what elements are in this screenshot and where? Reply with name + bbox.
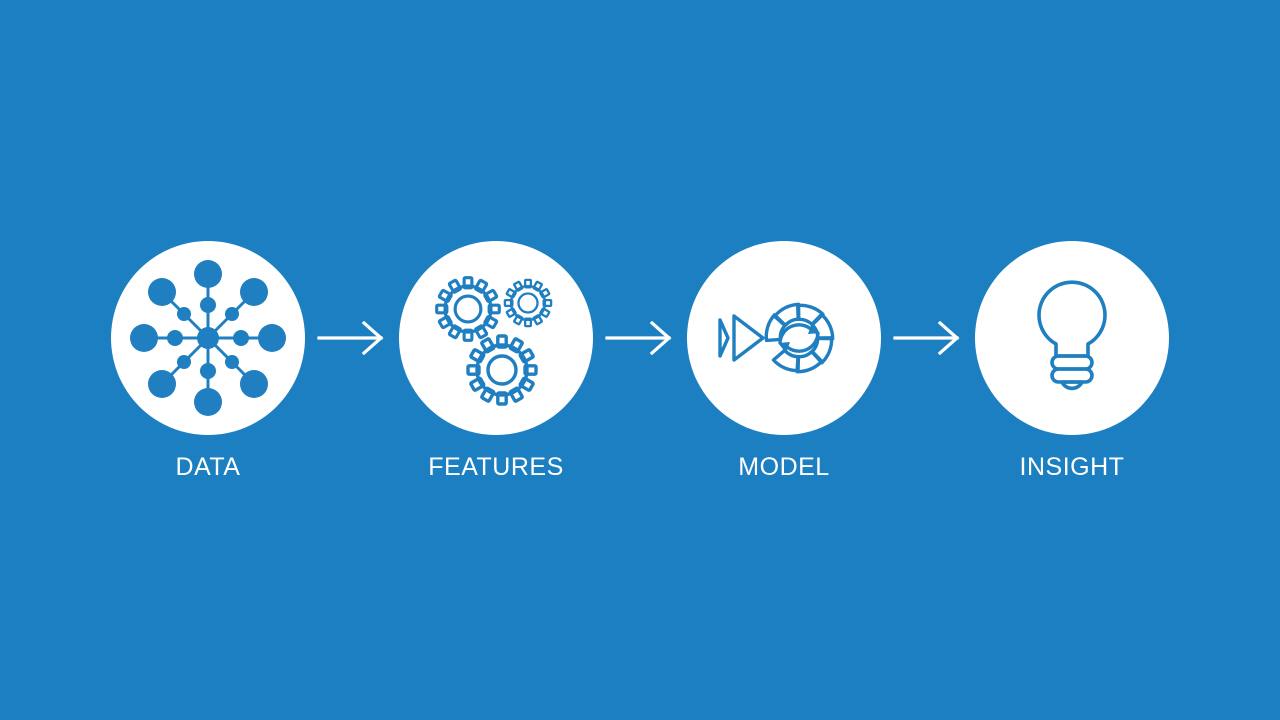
stage-features[interactable]: FEATURES: [398, 240, 594, 481]
stage-model-label: MODEL: [738, 452, 830, 481]
connector-features-to-model: [594, 320, 686, 355]
stage-data[interactable]: DATA: [110, 240, 306, 481]
stage-model[interactable]: MODEL: [686, 240, 882, 481]
stage-insight-disc[interactable]: [975, 240, 1169, 435]
stage-model-disc[interactable]: [687, 240, 881, 435]
stage-features-label: FEATURES: [428, 452, 564, 481]
model-process-icon: [718, 302, 835, 373]
connector-model-to-insight: [882, 320, 974, 355]
lightbulb-icon: [1037, 279, 1107, 390]
gears-icon: [435, 275, 553, 406]
stage-data-disc[interactable]: [111, 240, 305, 435]
stage-insight[interactable]: INSIGHT: [974, 240, 1170, 481]
ring-segments: [764, 302, 835, 373]
arrow-right-icon: [605, 320, 672, 355]
network-nodes-icon: [130, 259, 286, 416]
refresh-arrow-heads: [778, 322, 820, 353]
connector-data-to-features: [306, 320, 398, 355]
stage-insight-label: INSIGHT: [1019, 452, 1125, 481]
stage-data-label: DATA: [175, 452, 241, 481]
refresh-arrows: [778, 322, 820, 353]
arrow-right-icon: [317, 320, 384, 355]
stage-features-disc[interactable]: [399, 240, 593, 435]
arrow-right-icon: [893, 320, 960, 355]
fast-forward-triangles: [718, 313, 765, 362]
